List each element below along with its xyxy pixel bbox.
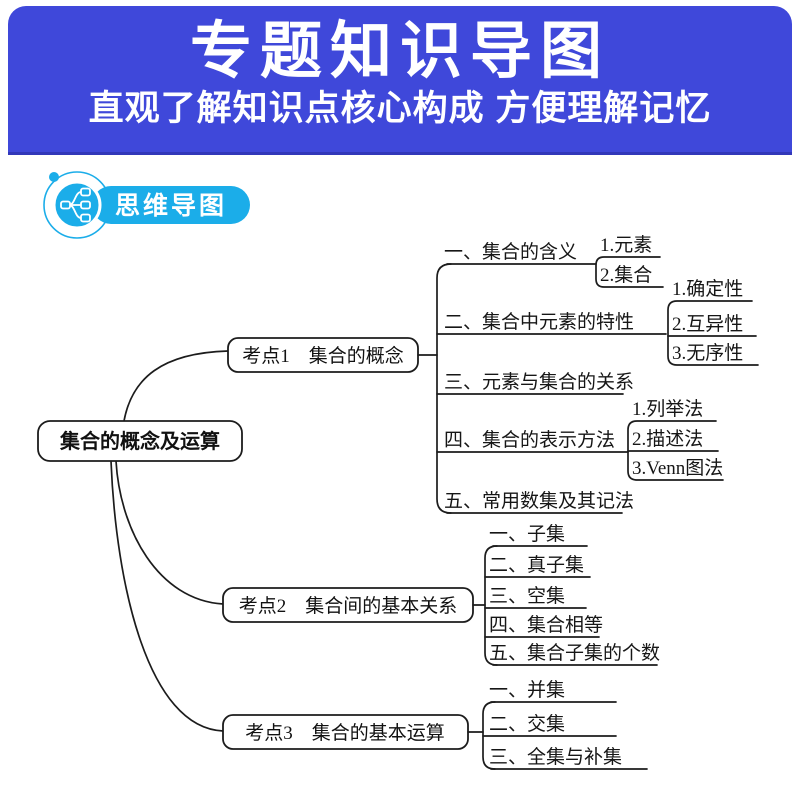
banner: 专题知识导图 直观了解知识点核心构成 方便理解记忆 xyxy=(8,6,792,155)
leaf-label: 3.Venn图法 xyxy=(632,457,723,479)
badge-orbit-dot xyxy=(49,172,59,182)
branch-label: 三、元素与集合的关系 xyxy=(444,371,634,393)
leaf-label: 1.元素 xyxy=(600,234,652,256)
topic1-label: 考点1 集合的概念 xyxy=(242,344,404,367)
badge-pill xyxy=(92,186,250,224)
topic1-bracket xyxy=(436,263,452,514)
connector-root-topic3 xyxy=(110,460,224,732)
branch-label: 一、集合的含义 xyxy=(444,241,577,263)
leaf-label: 2.描述法 xyxy=(632,428,703,450)
branch-label: 三、全集与补集 xyxy=(489,746,622,768)
badge-label: 思维导图 xyxy=(115,191,227,220)
topic3-label: 考点3 集合的基本运算 xyxy=(245,722,445,744)
connector-root-topic2 xyxy=(115,460,224,605)
connector-root-topic1 xyxy=(123,350,229,422)
root-node xyxy=(37,420,243,462)
leaf-label: 3.无序性 xyxy=(672,342,743,364)
leaf-label: 2.集合 xyxy=(600,264,652,286)
root-label: 集合的概念及运算 xyxy=(59,429,220,453)
branch-label: 二、交集 xyxy=(489,713,565,735)
branch-label: 二、真子集 xyxy=(489,554,584,576)
branch-label: 二、集合中元素的特性 xyxy=(444,311,634,333)
leaf-label: 2.互异性 xyxy=(672,313,743,335)
topic2-bracket xyxy=(484,545,498,666)
banner-title: 专题知识导图 xyxy=(189,17,610,86)
branch-label: 四、集合的表示方法 xyxy=(444,429,615,451)
leaf-label: 1.列举法 xyxy=(632,398,703,420)
branch-label: 一、并集 xyxy=(489,679,565,701)
topic2-label: 考点2 集合间的基本关系 xyxy=(239,595,458,617)
branch-label: 五、常用数集及其记法 xyxy=(444,490,634,512)
leaf-label: 1.确定性 xyxy=(672,278,743,300)
banner-subtitle: 直观了解知识点核心构成 方便理解记忆 xyxy=(88,89,712,128)
branch-label: 三、空集 xyxy=(489,585,565,607)
branch1-children-bracket xyxy=(595,256,664,288)
branch-label: 一、子集 xyxy=(489,523,565,545)
branch-label: 四、集合相等 xyxy=(489,614,603,636)
branch-label: 五、集合子集的个数 xyxy=(489,642,660,664)
mindmap-badge: 思维导图 xyxy=(43,171,250,239)
mindmap-icon xyxy=(60,187,91,223)
branch2-children-bracket xyxy=(667,300,759,366)
mindmap: 集合的概念及运算 考点1 集合的概念 一、集合的含义 1.元素 2.集合 二、集… xyxy=(37,234,759,770)
